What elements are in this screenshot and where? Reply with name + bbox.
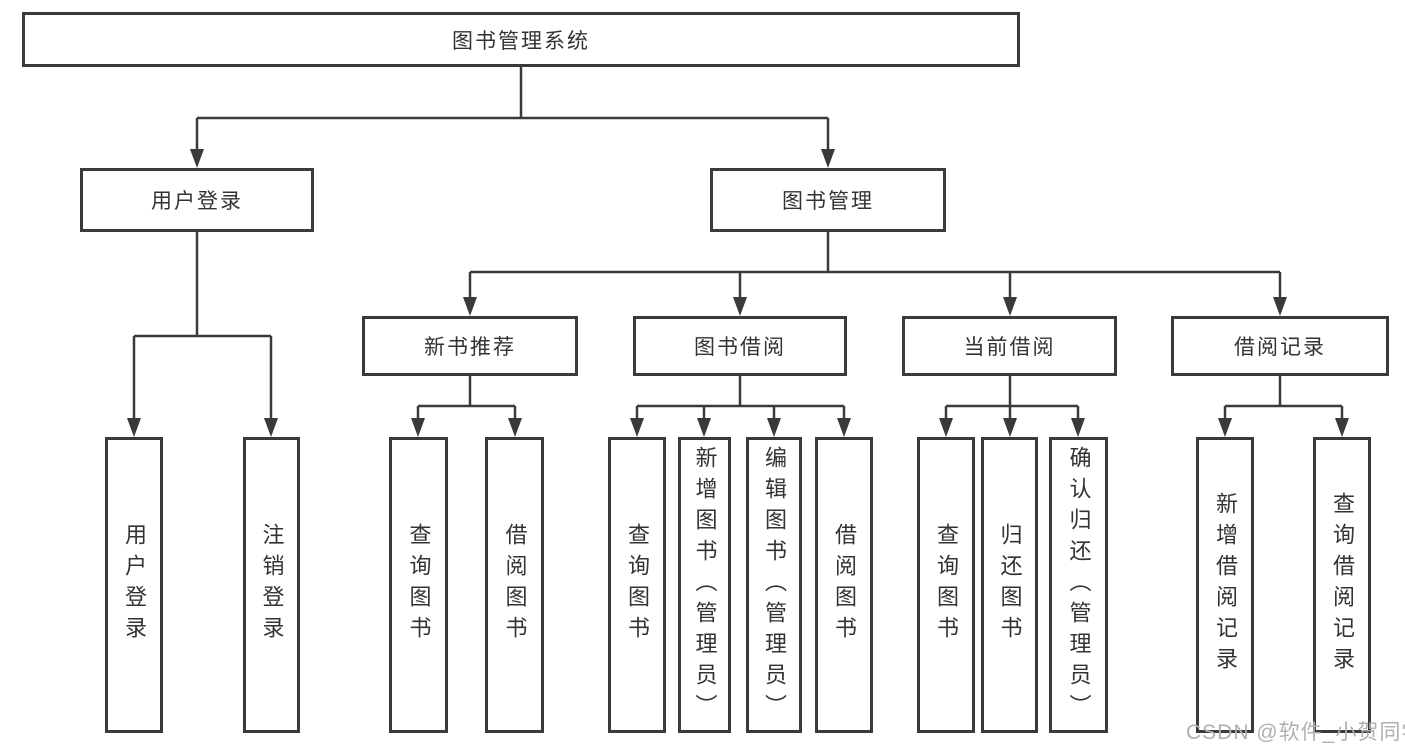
leaf-current-query-books: 查询图书 bbox=[917, 437, 975, 733]
node-root-label: 图书管理系统 bbox=[452, 29, 590, 53]
leaf-borrow-query-books-label: 查询图书 bbox=[625, 523, 650, 647]
leaf-recommend-query-books-label: 查询图书 bbox=[406, 523, 432, 647]
leaf-borrow-edit-books-admin: 编辑图书（管理员） bbox=[746, 437, 802, 733]
arrowheads bbox=[127, 149, 1349, 437]
node-borrow-records: 借阅记录 bbox=[1171, 316, 1389, 376]
node-current-borrow-label: 当前借阅 bbox=[963, 336, 1056, 359]
leaf-current-query-books-label: 查询图书 bbox=[934, 523, 959, 647]
leaf-records-add-record: 新增借阅记录 bbox=[1196, 437, 1254, 733]
node-book-borrow: 图书借阅 bbox=[633, 316, 847, 376]
node-user-login: 用户登录 bbox=[80, 168, 314, 232]
node-root: 图书管理系统 bbox=[22, 12, 1020, 67]
leaf-current-return-books-label: 归还图书 bbox=[997, 523, 1023, 647]
leaf-borrow-borrow-books: 借阅图书 bbox=[815, 437, 873, 733]
node-book-management-label: 图书管理 bbox=[782, 190, 874, 213]
leaf-borrow-edit-books-admin-label: 编辑图书（管理员） bbox=[762, 445, 787, 725]
leaf-current-return-books: 归还图书 bbox=[981, 437, 1038, 733]
leaf-logout: 注销登录 bbox=[243, 437, 300, 733]
node-new-book-recommend: 新书推荐 bbox=[362, 316, 578, 376]
node-book-management: 图书管理 bbox=[710, 168, 946, 232]
leaf-borrow-add-books-admin-label: 新增图书（管理员） bbox=[692, 445, 718, 725]
node-current-borrow: 当前借阅 bbox=[902, 316, 1117, 376]
leaf-recommend-borrow-books: 借阅图书 bbox=[485, 437, 544, 733]
leaf-records-query-record: 查询借阅记录 bbox=[1313, 437, 1371, 733]
node-user-login-label: 用户登录 bbox=[151, 190, 243, 213]
leaf-current-confirm-return-admin-label: 确认归还（管理员） bbox=[1066, 445, 1092, 725]
leaf-logout-label: 注销登录 bbox=[259, 523, 285, 647]
leaf-recommend-borrow-books-label: 借阅图书 bbox=[502, 523, 528, 647]
leaf-user-login-label: 用户登录 bbox=[122, 523, 147, 647]
leaf-recommend-query-books: 查询图书 bbox=[389, 437, 448, 733]
node-new-book-recommend-label: 新书推荐 bbox=[424, 336, 516, 359]
watermark: CSDN @软件_小贺同学 bbox=[1186, 721, 1405, 744]
leaf-borrow-add-books-admin: 新增图书（管理员） bbox=[678, 437, 731, 733]
leaf-borrow-query-books: 查询图书 bbox=[608, 437, 666, 733]
leaf-records-query-record-label: 查询借阅记录 bbox=[1330, 492, 1355, 678]
leaf-current-confirm-return-admin: 确认归还（管理员） bbox=[1049, 437, 1108, 733]
leaf-borrow-borrow-books-label: 借阅图书 bbox=[832, 523, 857, 647]
node-borrow-records-label: 借阅记录 bbox=[1234, 336, 1326, 359]
leaf-records-add-record-label: 新增借阅记录 bbox=[1213, 492, 1238, 678]
leaf-user-login: 用户登录 bbox=[105, 437, 163, 733]
node-book-borrow-label: 图书借阅 bbox=[694, 336, 786, 359]
